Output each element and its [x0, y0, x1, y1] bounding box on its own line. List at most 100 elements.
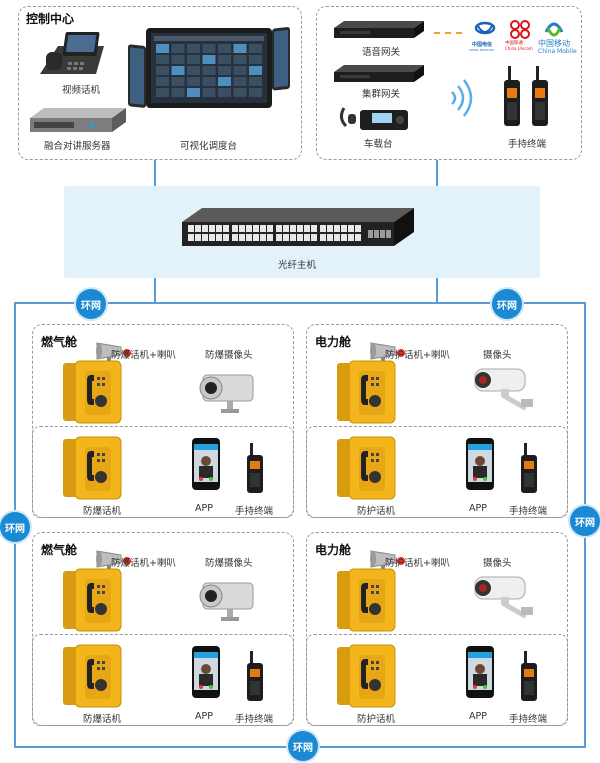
bottom-phone-label: 防爆话机	[83, 714, 122, 725]
voice-gateway-label: 语音网关	[362, 47, 401, 58]
ring-badge-right: 环网	[570, 506, 600, 536]
unicom-logo-icon	[510, 20, 530, 39]
horn-speaker-icon	[96, 342, 122, 363]
cabin-lower-section	[306, 634, 568, 726]
cabin-panel: 燃气舱防爆话机+喇叭 防爆摄像头防爆话机 APP 手持终端	[32, 324, 294, 518]
explosion-proof-camera-icon	[199, 582, 254, 621]
bullet-camera-icon	[474, 576, 533, 619]
handheld-terminal-icon	[247, 443, 263, 493]
trunk-gateway-label: 集群网关	[362, 89, 401, 100]
gateway-panel	[316, 6, 582, 160]
wireless-signal-icon	[451, 79, 473, 117]
ring-line-right-up	[436, 278, 438, 302]
ring-badge-label: 环网	[497, 300, 517, 312]
top-phone-label: 防护话机+喇叭	[385, 558, 450, 569]
camera-label: 摄像头	[483, 350, 512, 361]
bottom-phone-label: 防爆话机	[83, 506, 122, 517]
warning-light-icon	[123, 557, 131, 565]
link-gateway-switch	[436, 160, 438, 186]
app-label: APP	[195, 711, 213, 722]
smartphone-app-icon	[192, 438, 220, 490]
bottom-phone-icon	[63, 435, 123, 505]
ring-badge-label: 环网	[5, 523, 25, 535]
control-center-title: 控制中心	[26, 12, 75, 26]
video-phone-icon	[40, 32, 104, 74]
bottom-phone-icon	[337, 643, 397, 713]
app-label: APP	[469, 711, 487, 722]
top-phone-label: 防爆话机+喇叭	[111, 558, 176, 569]
ring-line-left-up	[154, 278, 156, 302]
bottom-phone-label: 防护话机	[357, 714, 396, 725]
cabin-title: 电力舱	[315, 335, 352, 349]
control-center-panel	[18, 6, 302, 160]
smartphone-app-icon	[192, 646, 220, 698]
video-phone-label: 视频话机	[62, 85, 101, 96]
cabin-panel: 电力舱防护话机+喇叭 摄像头防护话机 APP 手持终端	[306, 532, 568, 726]
dispatch-console-icon	[128, 27, 290, 108]
cabin-lower-section	[32, 634, 294, 726]
unicom-name-en: China Unicom	[505, 46, 533, 51]
fusion-server-label: 融合对讲服务器	[44, 141, 111, 152]
app-label: APP	[469, 503, 487, 514]
switch-label: 光纤主机	[278, 260, 317, 271]
cabin-title: 电力舱	[315, 543, 352, 557]
top-phone-icon	[63, 359, 123, 429]
handheld-terminal-label: 手持终端	[509, 714, 548, 725]
handheld-terminal-label: 手持终端	[235, 506, 274, 517]
telecom-name-en: CHINA TELECOM	[469, 48, 494, 52]
top-phone-icon	[63, 567, 123, 637]
bullet-camera-icon	[474, 368, 533, 411]
handheld-label: 手持终端	[508, 139, 547, 150]
telecom-name: 中国电信	[472, 42, 493, 48]
cabin-lower-section	[32, 426, 294, 518]
mobile-name: 中国移动	[538, 39, 570, 48]
handheld-terminal-icon	[247, 651, 263, 701]
ring-badge-label: 环网	[575, 517, 595, 529]
cabin-lower-section	[306, 426, 568, 518]
warning-light-icon	[123, 349, 131, 357]
top-phone-label: 防爆话机+喇叭	[111, 350, 176, 361]
unicom-name: 中国联通	[505, 41, 523, 46]
ring-line-top	[14, 302, 586, 304]
app-label: APP	[195, 503, 213, 514]
ring-badge-label: 环网	[81, 300, 101, 312]
dispatch-console-label: 可视化调度台	[180, 141, 238, 152]
horn-speaker-icon	[370, 550, 396, 571]
fiber-switch-icon	[182, 208, 414, 246]
link-control-switch	[154, 160, 156, 186]
camera-label: 防爆摄像头	[205, 558, 253, 569]
mobile-logo-icon	[544, 22, 564, 37]
cabin-panel: 燃气舱防爆话机+喇叭 防爆摄像头防爆话机 APP 手持终端	[32, 532, 294, 726]
smartphone-app-icon	[466, 646, 494, 698]
trunk-gateway-icon	[334, 65, 424, 82]
camera-label: 摄像头	[483, 558, 512, 569]
top-phone-icon	[337, 567, 397, 637]
handheld-terminal-icon	[521, 651, 537, 701]
bottom-phone-icon	[63, 643, 123, 713]
handheld-terminal-label: 手持终端	[235, 714, 274, 725]
mobile-name-en: China Mobile	[538, 48, 577, 55]
ring-badge-bottom: 环网	[288, 731, 318, 761]
bottom-phone-label: 防护话机	[357, 506, 396, 517]
ring-badge-top-right: 环网	[492, 289, 522, 319]
vehicle-radio-icon	[339, 107, 408, 130]
horn-speaker-icon	[370, 342, 396, 363]
smartphone-app-icon	[466, 438, 494, 490]
top-phone-label: 防护话机+喇叭	[385, 350, 450, 361]
explosion-proof-camera-icon	[199, 374, 254, 413]
telecom-logo-icon	[474, 21, 496, 35]
handheld-terminal-label: 手持终端	[509, 506, 548, 517]
horn-speaker-icon	[96, 550, 122, 571]
voice-gateway-icon	[334, 21, 424, 38]
cabin-title: 燃气舱	[41, 543, 78, 557]
camera-label: 防爆摄像头	[205, 350, 253, 361]
bottom-phone-icon	[337, 435, 397, 505]
server-icon	[30, 108, 126, 132]
warning-light-icon	[397, 349, 405, 357]
cabin-panel: 电力舱防护话机+喇叭 摄像头防护话机 APP 手持终端	[306, 324, 568, 518]
cabin-title: 燃气舱	[41, 335, 78, 349]
ring-badge-top-left: 环网	[76, 289, 106, 319]
ring-badge-label: 环网	[293, 742, 313, 754]
handheld-terminal-icon	[521, 443, 537, 493]
handheld-radio-icon	[504, 66, 548, 126]
